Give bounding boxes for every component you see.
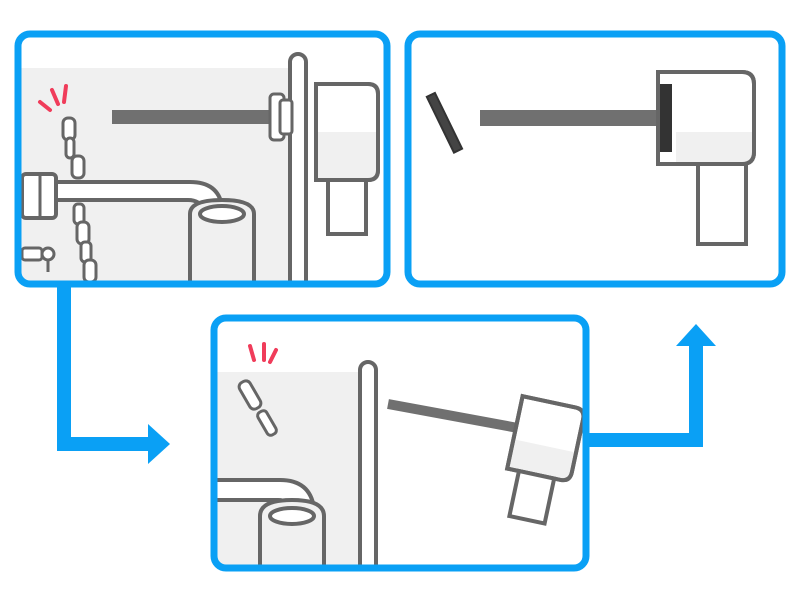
panel-step-2 [404, 30, 786, 288]
chain-icon [61, 116, 98, 284]
wrench-icon [314, 82, 380, 236]
pipe-icon [20, 172, 256, 284]
arrow-1-shaft [57, 286, 148, 451]
wrench-handle [696, 162, 748, 246]
broken-link-icon [237, 379, 278, 437]
wrench-icon [656, 70, 756, 246]
panel-step-3 [210, 314, 590, 572]
alert-marks-icon [38, 84, 68, 112]
pipe-icon [214, 478, 326, 568]
nut-icon [268, 92, 294, 142]
arrow-2-shaft [588, 346, 703, 447]
mounting-bar [358, 360, 378, 568]
wrench-handle [326, 178, 368, 236]
loose-washer-icon [425, 91, 464, 154]
small-fitting [20, 246, 56, 272]
panel-2-frame [404, 30, 786, 288]
panel-step-1 [14, 30, 391, 288]
panel-3-frame [210, 314, 590, 572]
drain-post [188, 197, 256, 284]
panel-1-frame [14, 30, 391, 288]
arrow-2-head [676, 324, 716, 346]
wrench-handle [507, 468, 557, 526]
arrow-1-head [148, 424, 170, 464]
alert-marks-icon [248, 342, 278, 364]
flow-arrow-1 [57, 286, 170, 464]
mounting-bar [288, 52, 308, 284]
wrench-icon [504, 393, 586, 526]
dark-washer [660, 84, 672, 152]
bolt-rod [480, 110, 662, 126]
bolt-rod [112, 110, 280, 124]
flow-arrow-2 [588, 324, 716, 447]
bolt-rod [387, 399, 519, 433]
